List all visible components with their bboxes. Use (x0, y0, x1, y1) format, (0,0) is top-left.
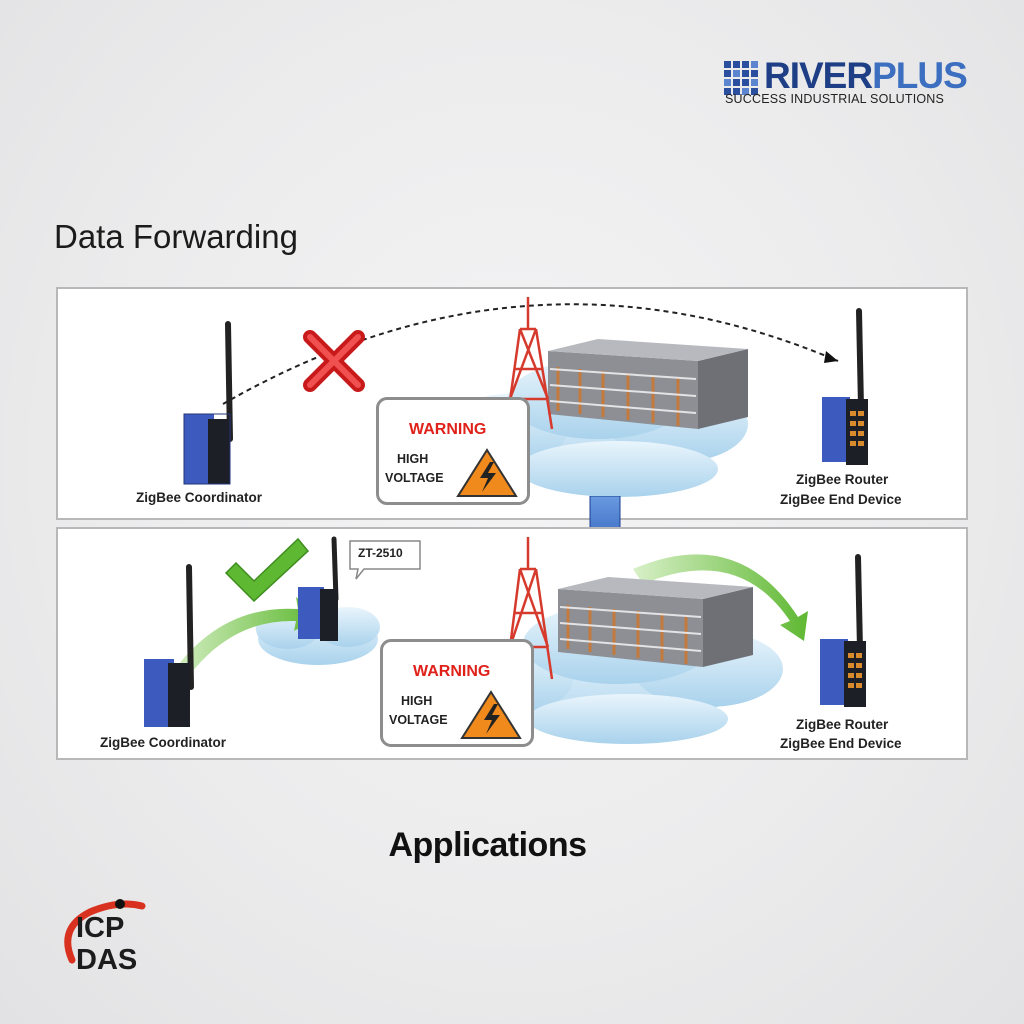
page-title: Data Forwarding (54, 218, 298, 255)
icp-logo-line1: ICP (76, 912, 125, 944)
forwarded-scene (144, 536, 866, 744)
coordinator-label: ZigBee Coordinator (136, 490, 263, 505)
hazard-triangle-icon (460, 690, 522, 739)
icp-swoosh-icon (64, 899, 146, 964)
green-arc-arrow-right (633, 554, 808, 641)
riverplus-logo: RIVERPLUS SUCCESS INDUSTRIAL SOLUTIONS (724, 55, 974, 108)
repeater-device (298, 536, 339, 641)
router-device (822, 308, 868, 465)
diagram-panel-forwarded: WARNING HIGH VOLTAGE ZigBee Coordinator … (56, 527, 968, 760)
end-device-label: ZigBee End Device (780, 736, 902, 751)
warning-sign: WARNING HIGH VOLTAGE (376, 397, 530, 505)
hazard-triangle-icon (456, 448, 518, 497)
warning-sign: WARNING HIGH VOLTAGE (380, 639, 534, 747)
router-device (820, 554, 866, 707)
callout-bubble (349, 540, 421, 580)
green-arc-arrow-left (168, 597, 320, 684)
warning-line-voltage: VOLTAGE (385, 471, 444, 485)
router-label: ZigBee Router (796, 717, 889, 732)
router-label: ZigBee Router (796, 472, 889, 487)
warning-title: WARNING (409, 421, 487, 438)
icp-logo-line2: DAS (76, 944, 138, 976)
icpdas-logo: ICP DAS (46, 898, 156, 988)
warning-title: WARNING (413, 663, 491, 680)
warning-line-high: HIGH (397, 452, 429, 466)
building-block (548, 339, 748, 429)
end-device-label: ZigBee End Device (780, 492, 902, 507)
warning-line-voltage: VOLTAGE (389, 713, 448, 727)
coordinator-device (144, 564, 194, 727)
diagram-panel-blocked: WARNING HIGH VOLTAGE ZigBee Coordinator … (56, 287, 968, 520)
green-check-icon (224, 537, 310, 603)
red-x-icon (303, 330, 365, 392)
warning-line-high: HIGH (401, 694, 433, 708)
applications-caption: Applications (388, 826, 587, 864)
coordinator-label: ZigBee Coordinator (100, 735, 227, 750)
coordinator-device (183, 321, 233, 485)
brand-wordmark: RIVERPLUS (764, 55, 968, 96)
brand-grid-icon (724, 61, 758, 95)
arc-arrowhead (824, 351, 838, 363)
building-block (558, 577, 753, 667)
repeater-label: ZT-2510 (358, 546, 403, 560)
brand-tagline: SUCCESS INDUSTRIAL SOLUTIONS (725, 92, 945, 106)
